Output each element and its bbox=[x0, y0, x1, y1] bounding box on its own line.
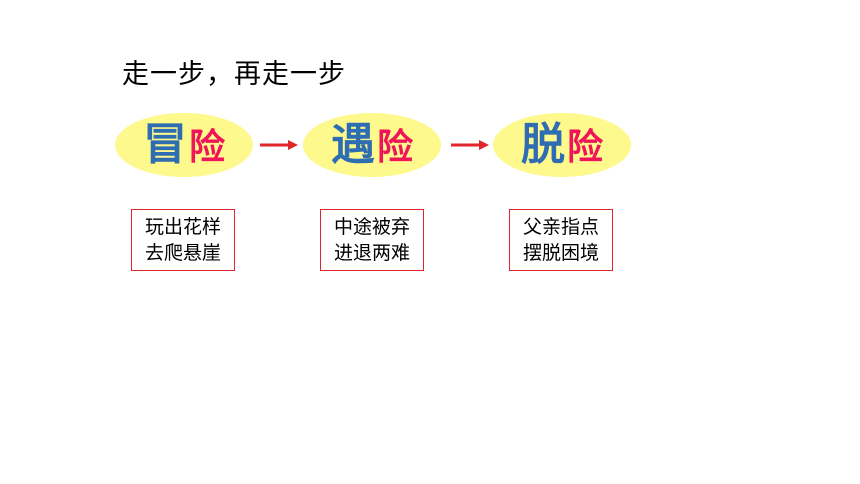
stage-2-description-box: 中途被弃 进退两难 bbox=[320, 209, 424, 271]
stage-1-line-1: 玩出花样 bbox=[144, 216, 221, 238]
arrow-2-head bbox=[479, 140, 489, 150]
arrow-1-head bbox=[288, 140, 298, 150]
page-title: 走一步，再走一步 bbox=[122, 59, 346, 90]
stage-1-line-2: 去爬悬崖 bbox=[144, 242, 221, 264]
stage-3-line-2: 摆脱困境 bbox=[522, 242, 599, 264]
stage-3-main-char: 脱 bbox=[520, 119, 565, 170]
stage-1-ellipse: 冒险 bbox=[115, 113, 253, 177]
stage-3-suffix-char: 险 bbox=[566, 127, 603, 168]
arrow-1-icon bbox=[260, 140, 298, 150]
stage-2-ellipse: 遇险 bbox=[303, 113, 441, 177]
stage-3-ellipse: 脱险 bbox=[493, 113, 631, 177]
stage-1-main-char: 冒 bbox=[142, 119, 187, 170]
stage-1-suffix-char: 险 bbox=[188, 127, 225, 168]
stage-1-description-box: 玩出花样 去爬悬崖 bbox=[131, 209, 235, 271]
arrow-2-icon bbox=[451, 140, 489, 150]
stage-2-line-1: 中途被弃 bbox=[333, 216, 410, 238]
stage-3-line-1: 父亲指点 bbox=[522, 216, 599, 238]
stage-3-description-box: 父亲指点 摆脱困境 bbox=[509, 209, 613, 271]
stage-2-line-2: 进退两难 bbox=[333, 242, 410, 264]
stage-2-suffix-char: 险 bbox=[376, 127, 413, 168]
stage-2-main-char: 遇 bbox=[330, 119, 375, 170]
